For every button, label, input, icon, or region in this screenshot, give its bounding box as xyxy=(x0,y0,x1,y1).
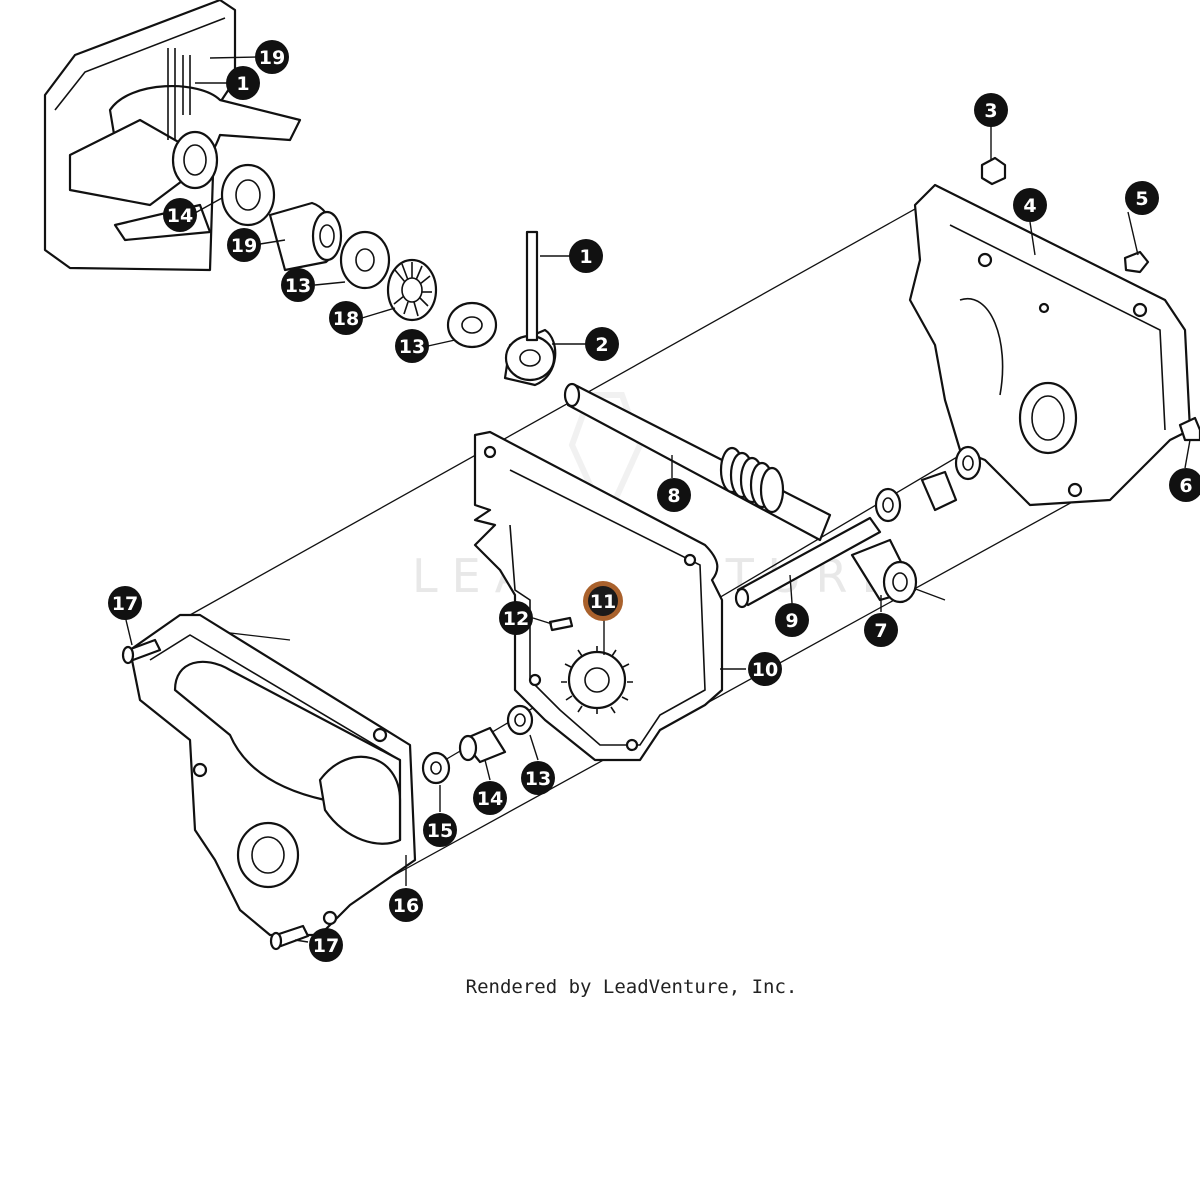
callout-part-16[interactable]: 16 xyxy=(389,888,423,922)
callout-part-13-middle[interactable]: 13 xyxy=(395,329,429,363)
bushing-7 xyxy=(850,538,918,604)
leader-lines xyxy=(125,56,1191,943)
callout-label: 14 xyxy=(477,788,503,810)
callout-label: 2 xyxy=(595,334,608,356)
callout-part-2[interactable]: 2 xyxy=(585,327,619,361)
callout-label: 11 xyxy=(590,591,616,613)
callout-part-8[interactable]: 8 xyxy=(657,478,691,512)
right-housing xyxy=(908,183,1192,507)
right-shaft-parts xyxy=(874,445,982,523)
callout-label: 6 xyxy=(1179,475,1192,497)
callout-label: 7 xyxy=(874,620,887,642)
upper-shaft-stack xyxy=(220,163,557,387)
callout-part-11-highlighted[interactable]: 11 xyxy=(583,581,623,621)
callout-label: 13 xyxy=(399,336,425,358)
screw-17-lower xyxy=(269,924,310,951)
callout-label: 3 xyxy=(984,100,997,122)
callout-label: 1 xyxy=(579,246,592,268)
worm-shaft xyxy=(563,382,832,542)
pin-12 xyxy=(548,616,574,632)
callout-part-9[interactable]: 9 xyxy=(775,603,809,637)
callout-label: 19 xyxy=(231,235,257,257)
callout-part-13-lower[interactable]: 13 xyxy=(521,761,555,795)
worm-gear-threads xyxy=(719,446,785,514)
callout-part-17-lower[interactable]: 17 xyxy=(309,928,343,962)
callout-part-1-upper[interactable]: 1 xyxy=(226,66,260,100)
callout-label: 9 xyxy=(785,610,798,632)
callout-part-4[interactable]: 4 xyxy=(1013,188,1047,222)
callout-part-5[interactable]: 5 xyxy=(1125,181,1159,215)
callout-part-10[interactable]: 10 xyxy=(748,652,782,686)
callout-part-14-upper[interactable]: 14 xyxy=(163,198,197,232)
callout-label: 13 xyxy=(285,275,311,297)
callout-label: 4 xyxy=(1023,195,1036,217)
callout-part-12[interactable]: 12 xyxy=(499,601,533,635)
callout-label: 15 xyxy=(427,820,453,842)
callout-label: 17 xyxy=(313,935,339,957)
callout-part-14-lower[interactable]: 14 xyxy=(473,781,507,815)
callout-label: 16 xyxy=(393,895,419,917)
right-fasteners xyxy=(980,156,1200,442)
callout-label: 13 xyxy=(525,768,551,790)
callout-part-19-upper[interactable]: 19 xyxy=(255,40,289,74)
shaft-9 xyxy=(734,516,882,609)
callout-part-6[interactable]: 6 xyxy=(1169,468,1200,502)
callout-label: 18 xyxy=(333,308,359,330)
render-credit: Rendered by LeadVenture, Inc. xyxy=(465,976,798,998)
callout-part-7[interactable]: 7 xyxy=(864,613,898,647)
pinion-gear xyxy=(561,646,633,714)
callout-label: 17 xyxy=(112,593,138,615)
upper-bracket-assembly xyxy=(43,0,302,272)
callout-part-1-lower[interactable]: 1 xyxy=(569,239,603,273)
watermark-logo xyxy=(568,392,644,528)
callout-label: 1 xyxy=(236,73,249,95)
callout-label: 5 xyxy=(1135,188,1148,210)
callout-label: 12 xyxy=(503,608,529,630)
callout-part-17-upper[interactable]: 17 xyxy=(108,586,142,620)
callout-part-3[interactable]: 3 xyxy=(974,93,1008,127)
pinion-gear-teeth xyxy=(561,646,633,714)
callout-part-15[interactable]: 15 xyxy=(423,813,457,847)
callout-label: 19 xyxy=(259,47,285,69)
screw-17-upper xyxy=(121,638,162,665)
callout-part-13-upper[interactable]: 13 xyxy=(281,268,315,302)
callout-part-18[interactable]: 18 xyxy=(329,301,363,335)
callout-label: 14 xyxy=(167,205,193,227)
lower-shaft-parts xyxy=(421,704,534,785)
callout-part-19-lower[interactable]: 19 xyxy=(227,228,261,262)
callout-label: 8 xyxy=(667,485,680,507)
callout-label: 10 xyxy=(752,659,778,681)
needle-bearing-rollers xyxy=(393,262,432,317)
left-housing xyxy=(128,613,417,937)
